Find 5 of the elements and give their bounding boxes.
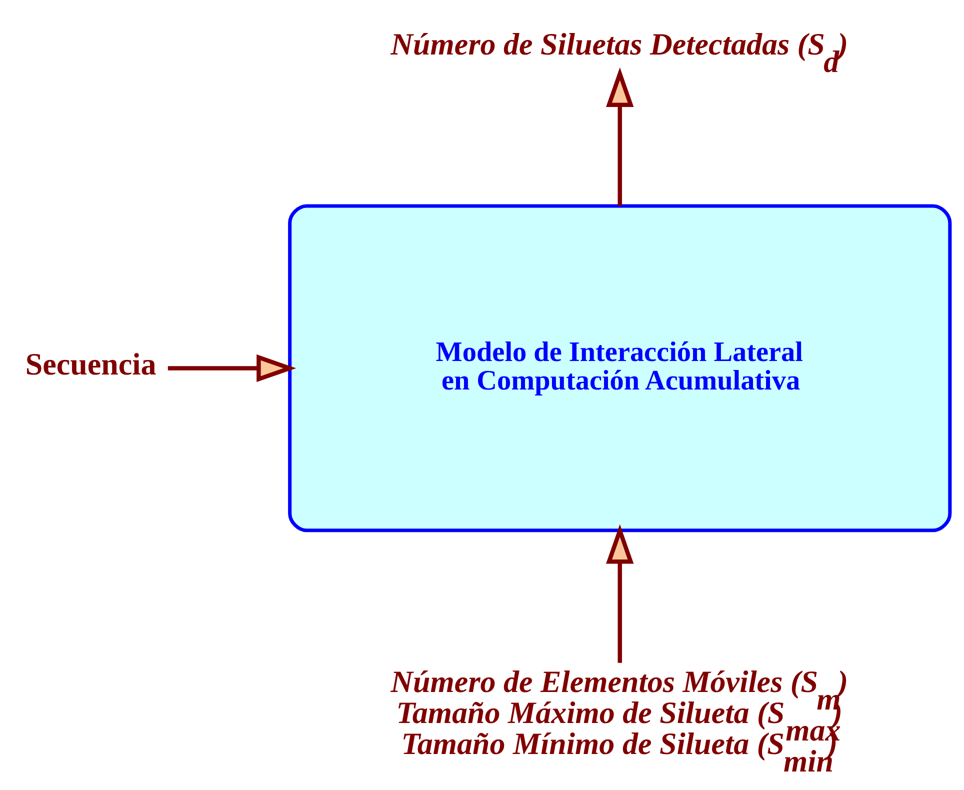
arrow [606,67,634,206]
arrow [606,524,634,663]
node-text: Secuencia [25,346,156,382]
node-box: Modelo de Interacción Lateral en Computación Acumulativa [288,204,952,532]
arrow [168,354,296,382]
